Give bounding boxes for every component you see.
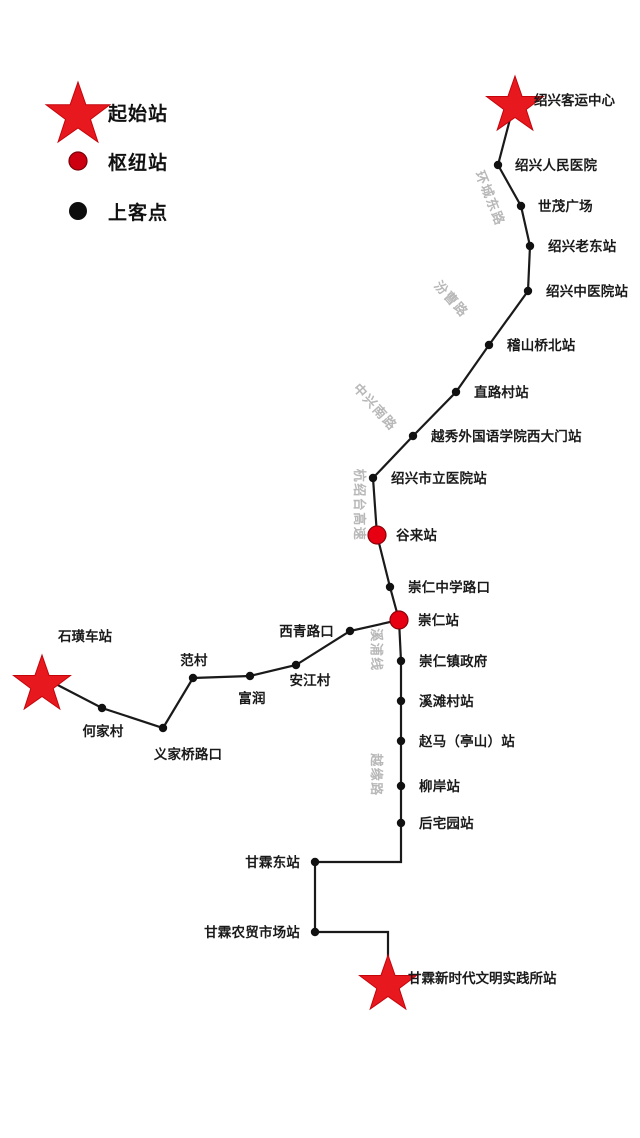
stop-dot-shaoxing-renmin-yiyuan[interactable] xyxy=(493,160,503,170)
station-label-ganlin-dong: 甘霖东站 xyxy=(245,854,300,870)
station-label-fancun: 范村 xyxy=(180,652,208,668)
legend-label-start-station: 起始站 xyxy=(107,102,168,125)
station-label-shaoxing-zhongyiyuan: 绍兴中医院站 xyxy=(546,283,628,299)
stop-dot-jishanqiao-bei[interactable] xyxy=(484,340,494,350)
stop-dot-zhilucun[interactable] xyxy=(451,387,461,397)
legend: 起始站 枢纽站 上客点 xyxy=(44,80,168,224)
station-label-chongren: 崇仁站 xyxy=(418,612,459,628)
stop-dot-shaoxing-zhongyiyuan[interactable] xyxy=(523,286,533,296)
station-markers xyxy=(12,74,545,1011)
stop-dot-shaoxing-laodongzhan[interactable] xyxy=(525,241,535,251)
stop-dot-chongren-zhongxue-lukou[interactable] xyxy=(385,582,395,592)
legend-stop-dot-icon xyxy=(69,202,87,220)
station-label-xiqing-lukou: 西青路口 xyxy=(279,623,334,639)
station-label-yijiaqiao-lukou: 义家桥路口 xyxy=(154,746,223,762)
terminal-star-shihuang-chezhan[interactable] xyxy=(12,653,72,711)
station-label-gulai: 谷来站 xyxy=(396,527,437,543)
stop-dot-yijiaqiao-lukou[interactable] xyxy=(158,723,168,733)
station-label-xitancun: 溪滩村站 xyxy=(419,693,474,709)
station-label-liuan: 柳岸站 xyxy=(419,778,460,794)
station-label-anjiangcun: 安江村 xyxy=(289,672,330,688)
terminal-star-ganlin-xinshidai[interactable] xyxy=(358,953,418,1011)
station-label-shaoxing-shili-yiyuan: 绍兴市立医院站 xyxy=(391,470,487,486)
stop-dot-fancun[interactable] xyxy=(188,673,198,683)
station-label-zhaoma-tingshan: 赵马（亭山）站 xyxy=(418,733,515,749)
station-label-houzhaiyuan: 后宅园站 xyxy=(419,815,474,831)
hub-dot-gulai[interactable] xyxy=(367,525,387,545)
station-label-shimao-guangchang: 世茂广场 xyxy=(538,198,593,214)
legend-hub-dot-icon xyxy=(68,151,88,171)
station-labels: 绍兴客运中心 绍兴人民医院 世茂广场 绍兴老东站 绍兴中医院站 稽山桥北站 直路… xyxy=(57,92,628,986)
station-label-shaoxing-keyun-zhongxin: 绍兴客运中心 xyxy=(534,92,615,108)
stop-dot-xiqing-lukou[interactable] xyxy=(345,626,355,636)
station-label-hejiacun: 何家村 xyxy=(82,723,123,739)
hub-dot-chongren[interactable] xyxy=(389,610,409,630)
road-label-xipuxian: 溪浦线 xyxy=(369,628,384,672)
stop-dot-ganlin-nongmao-shichang[interactable] xyxy=(310,927,320,937)
station-label-yuexiu-waiguoyu: 越秀外国语学院西大门站 xyxy=(430,428,582,444)
stop-dot-ganlin-dong[interactable] xyxy=(310,857,320,867)
stop-dot-shimao-guangchang[interactable] xyxy=(516,201,526,211)
legend-label-hub-station: 枢纽站 xyxy=(108,151,168,174)
station-label-chongren-zhenzhengfu: 崇仁镇政府 xyxy=(419,653,488,669)
station-label-furun: 富润 xyxy=(238,690,265,706)
stop-dot-furun[interactable] xyxy=(245,671,255,681)
stop-dot-xitancun[interactable] xyxy=(396,696,406,706)
stop-dot-yuexiu-waiguoyu[interactable] xyxy=(408,431,418,441)
road-label-hangshaotaigaosu: 杭绍台高速 xyxy=(352,469,367,542)
station-label-jishanqiao-bei: 稽山桥北站 xyxy=(507,337,576,353)
road-label-yuanyuanlu: 越缘路 xyxy=(369,752,384,797)
station-label-shihuang-chezhan: 石璜车站 xyxy=(57,628,112,644)
stop-dot-hejiacun[interactable] xyxy=(97,703,107,713)
legend-label-boarding-point: 上客点 xyxy=(108,201,168,224)
station-label-ganlin-nongmao-shichang: 甘霖农贸市场站 xyxy=(204,924,300,940)
station-label-chongren-zhongxue-lukou: 崇仁中学路口 xyxy=(408,579,490,595)
legend-star-icon xyxy=(44,80,112,144)
stop-dot-chongren-zhenzhengfu[interactable] xyxy=(396,656,406,666)
station-label-shaoxing-laodongzhan: 绍兴老东站 xyxy=(548,238,617,254)
station-label-ganlin-xinshidai: 甘霖新时代文明实践所站 xyxy=(408,970,557,986)
stop-dot-shaoxing-shili-yiyuan[interactable] xyxy=(368,473,378,483)
stop-dot-anjiangcun[interactable] xyxy=(291,660,301,670)
station-label-zhilucun: 直路村站 xyxy=(474,384,529,400)
route-segment-west-branch xyxy=(47,618,400,730)
stop-dot-zhaoma-tingshan[interactable] xyxy=(396,736,406,746)
station-label-shaoxing-renmin-yiyuan: 绍兴人民医院 xyxy=(515,157,597,173)
stop-dot-liuan[interactable] xyxy=(396,781,406,791)
terminal-star-shaoxing-keyun-zhongxin[interactable] xyxy=(485,74,545,132)
stop-dot-houzhaiyuan[interactable] xyxy=(396,818,406,828)
